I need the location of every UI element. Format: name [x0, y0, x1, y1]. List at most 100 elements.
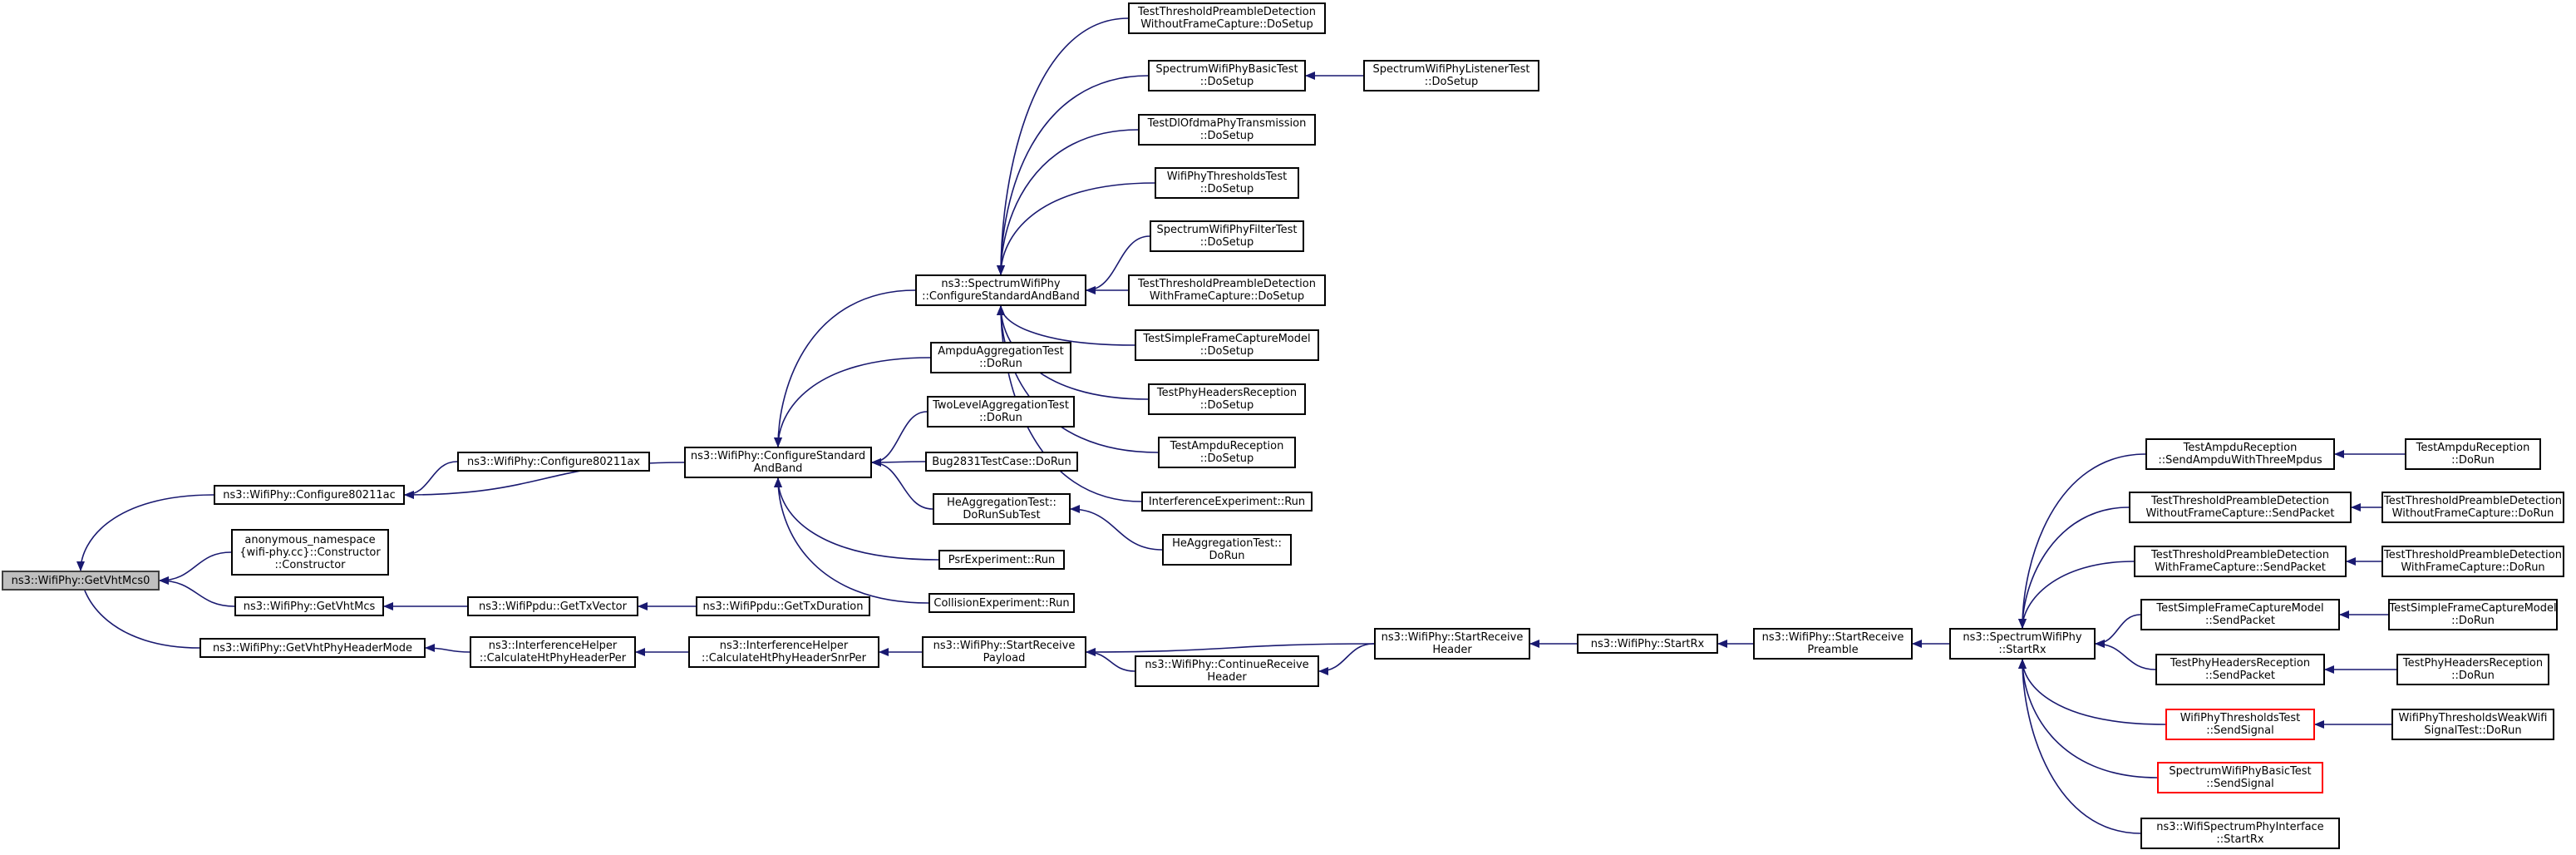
graph-node-n9[interactable]: ns3::WifiPpdu::GetTxDuration: [696, 596, 870, 616]
graph-node-label: CollisionExperiment::Run: [933, 596, 1070, 610]
graph-node-n47[interactable]: TestSimpleFrameCaptureModel::DoRun: [2388, 599, 2558, 630]
graph-node-label: ::DoSetup: [1199, 452, 1254, 465]
graph-node-label: WithFrameCapture::DoSetup: [1149, 290, 1305, 303]
graph-node-n0[interactable]: ns3::WifiPhy::GetVhtMcs0: [2, 571, 160, 591]
graph-node-n10[interactable]: ns3::InterferenceHelper::CalculateHtPhyH…: [688, 636, 879, 668]
graph-node-label: SpectrumWifiPhyBasicTest: [2169, 765, 2312, 778]
graph-node-label: ::SendAmpduWithThreeMpdus: [2158, 454, 2322, 467]
graph-node-n22[interactable]: WifiPhyThresholdsTest::DoSetup: [1155, 167, 1299, 199]
graph-node-n43[interactable]: ns3::WifiSpectrumPhyInterface::StartRx: [2140, 818, 2340, 849]
graph-node-n6[interactable]: ns3::WifiPpdu::GetTxVector: [467, 596, 638, 616]
graph-node-n35[interactable]: ns3::SpectrumWifiPhy::StartRx: [1949, 628, 2096, 660]
graph-node-label: ::ConfigureStandardAndBand: [922, 290, 1080, 303]
graph-node-label: WithoutFrameCapture::DoRun: [2391, 507, 2554, 520]
graph-node-n28[interactable]: InterferenceExperiment::Run: [1141, 492, 1313, 512]
call-edge-n28-to-n11: [997, 305, 1142, 502]
graph-node-label: WithFrameCapture::SendPacket: [2155, 561, 2326, 574]
graph-node-label: ::StartRx: [2216, 833, 2264, 846]
graph-node-n48[interactable]: TestPhyHeadersReception::DoRun: [2396, 654, 2549, 685]
graph-node-label: TestThresholdPreambleDetection: [2384, 495, 2562, 507]
graph-node-label: InterferenceExperiment::Run: [1148, 495, 1306, 508]
graph-node-n13[interactable]: TwoLevelAggregationTest::DoRun: [927, 396, 1075, 428]
graph-node-label: TestSimpleFrameCaptureModel: [2156, 602, 2324, 615]
graph-node-label: WifiPhyThresholdsTest: [1166, 171, 1288, 183]
graph-node-label: TestSimpleFrameCaptureModel: [2389, 602, 2557, 615]
graph-node-label: ::DoSetup: [1199, 130, 1254, 142]
graph-node-label: Preamble: [1807, 644, 1859, 656]
call-edge-n3-to-n0: [159, 576, 235, 607]
graph-node-label: TwoLevelAggregationTest: [933, 399, 1069, 412]
graph-node-label: Payload: [983, 652, 1026, 665]
graph-node-n41[interactable]: WifiPhyThresholdsTest::SendSignal: [2165, 709, 2315, 740]
graph-node-n4[interactable]: ns3::WifiPhy::GetVhtPhyHeaderMode: [199, 638, 426, 658]
graph-node-n21[interactable]: TestDlOfdmaPhyTransmission::DoSetup: [1138, 114, 1316, 146]
graph-node-n36[interactable]: TestAmpduReception::SendAmpduWithThreeMp…: [2145, 438, 2335, 470]
graph-node-n2[interactable]: anonymous_namespace{wifi-phy.cc}::Constr…: [231, 529, 389, 576]
graph-node-n23[interactable]: SpectrumWifiPhyFilterTest::DoSetup: [1150, 220, 1304, 252]
graph-node-label: PsrExperiment::Run: [948, 553, 1056, 566]
call-edge-n16-to-n8: [774, 477, 939, 561]
graph-node-label: ns3::WifiPhy::StartRx: [1590, 637, 1705, 650]
graph-node-label: SignalTest::DoRun: [2424, 724, 2522, 737]
graph-node-label: HeAggregationTest::: [947, 497, 1057, 509]
graph-node-label: TestAmpduReception: [2183, 442, 2298, 454]
graph-node-n17[interactable]: CollisionExperiment::Run: [928, 593, 1075, 613]
graph-node-label: ::SendSignal: [2206, 724, 2274, 737]
graph-node-n29[interactable]: HeAggregationTest::DoRun: [1162, 534, 1292, 566]
graph-node-label: TestThresholdPreambleDetection: [1138, 6, 1316, 18]
graph-node-label: HeAggregationTest::: [1172, 537, 1282, 550]
graph-node-n25[interactable]: TestSimpleFrameCaptureModel::DoSetup: [1135, 329, 1319, 361]
graph-node-n40[interactable]: TestPhyHeadersReception::SendPacket: [2155, 654, 2325, 685]
call-edge-n43-to-n35: [2018, 659, 2141, 834]
graph-node-label: ::DoRun: [2451, 454, 2495, 467]
graph-node-n12[interactable]: AmpduAggregationTest::DoRun: [930, 342, 1071, 373]
graph-node-label: Header: [1207, 671, 1247, 684]
graph-node-label: WithFrameCapture::DoRun: [2401, 561, 2545, 574]
graph-node-n44[interactable]: TestAmpduReception::DoRun: [2405, 438, 2541, 470]
graph-node-n11[interactable]: ns3::SpectrumWifiPhy::ConfigureStandardA…: [915, 274, 1086, 306]
graph-node-n39[interactable]: TestSimpleFrameCaptureModel::SendPacket: [2140, 599, 2340, 630]
graph-node-n7[interactable]: ns3::InterferenceHelper::CalculateHtPhyH…: [470, 636, 636, 668]
graph-node-n33[interactable]: ns3::WifiPhy::StartRx: [1577, 634, 1718, 654]
graph-node-n3[interactable]: ns3::WifiPhy::GetVhtMcs: [234, 596, 384, 616]
graph-node-n27[interactable]: TestAmpduReception::DoSetup: [1158, 437, 1296, 468]
graph-node-label: TestPhyHeadersReception: [2170, 657, 2311, 670]
call-edge-n40-to-n35: [2095, 640, 2156, 670]
graph-node-label: ::DoRun: [2451, 615, 2495, 627]
graph-node-label: ns3::WifiPpdu::GetTxVector: [479, 600, 627, 613]
graph-node-n5[interactable]: ns3::WifiPhy::Configure80211ax: [457, 452, 650, 472]
graph-node-n16[interactable]: PsrExperiment::Run: [938, 550, 1065, 570]
graph-node-n42[interactable]: SpectrumWifiPhyBasicTest::SendSignal: [2157, 762, 2323, 793]
call-edge-n7-to-n4: [425, 644, 470, 653]
graph-node-label: ns3::SpectrumWifiPhy: [941, 278, 1061, 290]
graph-node-label: SpectrumWifiPhyListenerTest: [1372, 63, 1530, 76]
graph-node-label: TestAmpduReception: [1170, 440, 1284, 452]
graph-node-n20[interactable]: SpectrumWifiPhyBasicTest::DoSetup: [1148, 60, 1306, 91]
graph-node-n1[interactable]: ns3::WifiPhy::Configure80211ac: [214, 485, 405, 505]
graph-node-label: ::CalculateHtPhyHeaderSnrPer: [701, 652, 866, 665]
graph-node-label: WifiPhyThresholdsTest: [2180, 712, 2301, 724]
graph-node-n14[interactable]: Bug2831TestCase::DoRun: [925, 452, 1078, 472]
graph-node-label: ns3::WifiPhy::GetVhtPhyHeaderMode: [213, 641, 412, 655]
graph-node-label: TestAmpduReception: [2416, 442, 2530, 454]
call-edge-n21-to-n11: [997, 129, 1139, 275]
graph-node-label: SpectrumWifiPhyBasicTest: [1155, 63, 1298, 76]
graph-node-label: ns3::WifiSpectrumPhyInterface: [2156, 821, 2324, 833]
graph-node-n15[interactable]: HeAggregationTest::DoRunSubTest: [933, 493, 1071, 525]
graph-node-n31[interactable]: SpectrumWifiPhyListenerTest::DoSetup: [1363, 60, 1539, 91]
graph-node-label: ns3::WifiPhy::StartReceive: [1761, 631, 1904, 644]
graph-node-n26[interactable]: TestPhyHeadersReception::DoSetup: [1148, 383, 1306, 415]
